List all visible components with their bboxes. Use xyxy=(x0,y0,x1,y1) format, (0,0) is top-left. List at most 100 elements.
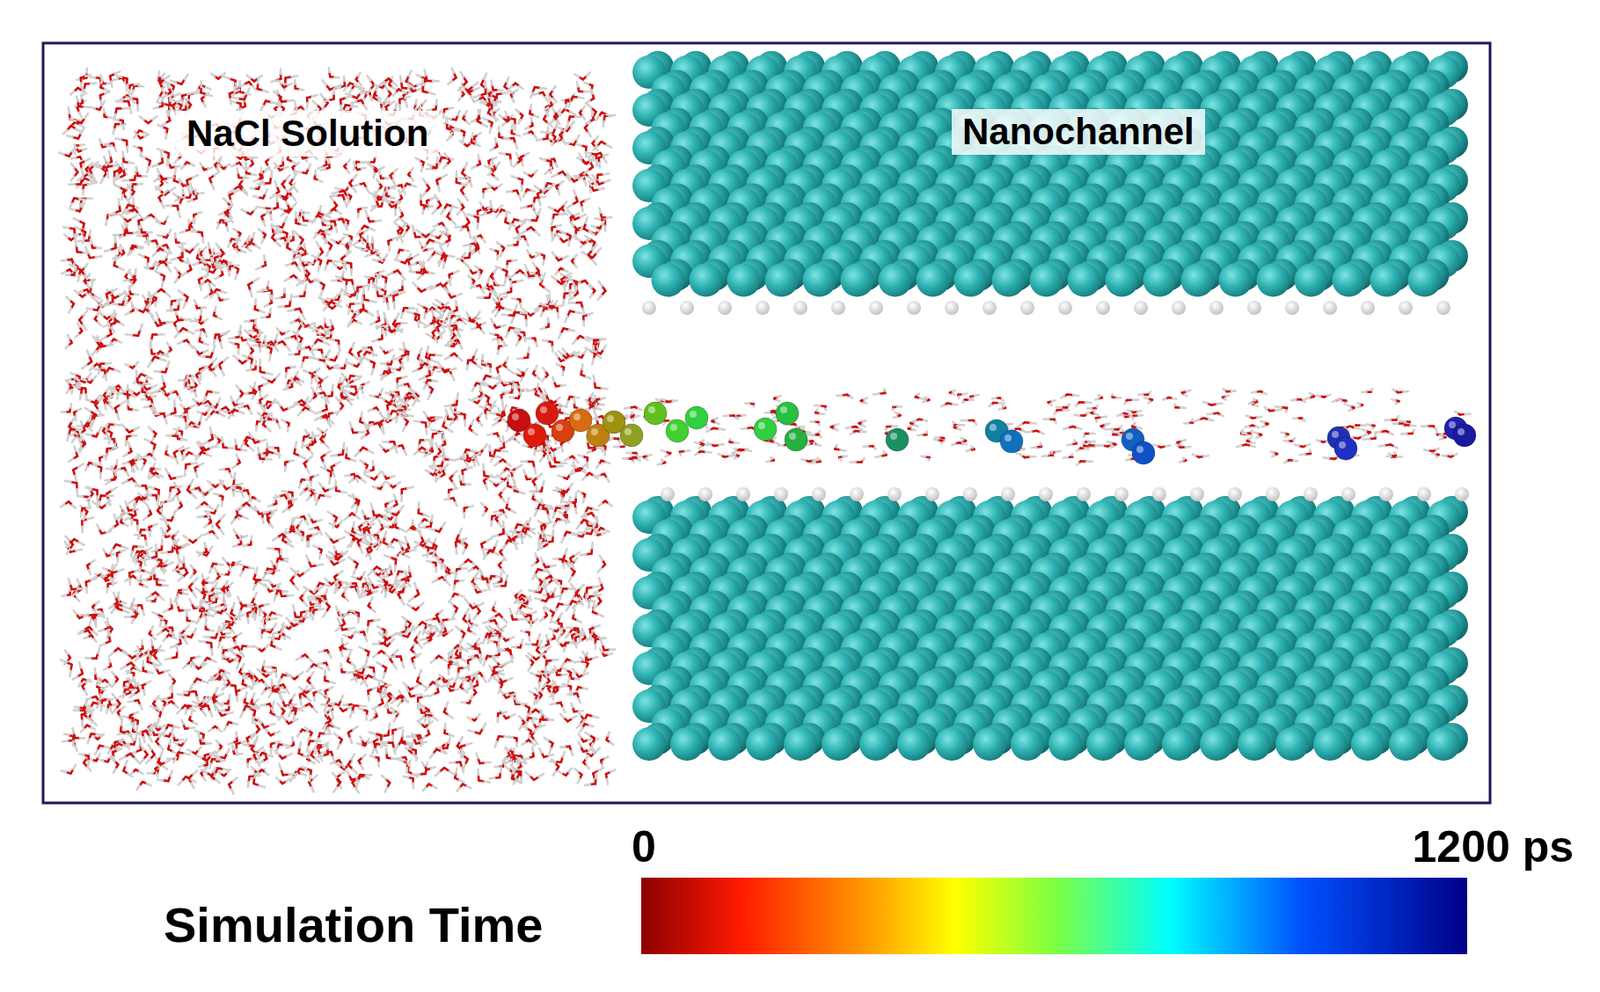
hydrogen-bond xyxy=(159,71,160,76)
hydrogen-bond xyxy=(459,475,461,481)
hydrogen-bond xyxy=(303,602,307,607)
hydrogen-bond xyxy=(349,652,351,658)
hydrogen-bond xyxy=(406,767,408,774)
hydrogen-bond xyxy=(534,598,541,600)
hydrogen-bond xyxy=(385,591,387,598)
hydrogen-bond xyxy=(125,440,127,446)
hydrogen-bond xyxy=(521,161,523,167)
hydrogen-bond xyxy=(200,162,203,167)
hydrogen-bond xyxy=(606,144,612,147)
hydrogen-bond xyxy=(292,737,293,741)
hydrogen-bond xyxy=(128,442,131,447)
hydrogen-bond xyxy=(526,241,528,246)
hydrogen-bond xyxy=(66,135,73,138)
hydrogen-bond xyxy=(340,664,342,669)
hydrogen-bond xyxy=(459,780,464,783)
hydrogen-bond xyxy=(505,661,512,665)
hydrogen-bond xyxy=(496,162,501,167)
hydrogen-bond xyxy=(115,424,121,425)
hydrogen-bond xyxy=(328,67,330,73)
hydrogen-bond xyxy=(595,747,600,753)
hydrogen-bond xyxy=(317,519,322,521)
hydrogen-bond xyxy=(472,632,476,635)
hydrogen-bond xyxy=(131,435,137,436)
hydrogen-bond xyxy=(132,554,138,558)
hydrogen-bond xyxy=(385,86,388,90)
hydrogen-bond xyxy=(358,431,365,432)
hydrogen-bond xyxy=(305,686,307,691)
hydrogen-bond xyxy=(408,356,409,361)
hydrogen-bond xyxy=(251,174,257,176)
hydrogen-bond xyxy=(386,748,388,753)
hydrogen-bond xyxy=(452,321,457,325)
hydrogen-bond xyxy=(216,504,219,510)
hydrogen-bond xyxy=(345,598,349,601)
hydrogen-bond xyxy=(467,276,472,279)
hydrogen-bond xyxy=(141,465,144,470)
hydrogen-bond xyxy=(350,422,352,428)
hydrogen-bond xyxy=(482,355,483,360)
hydrogen-bond xyxy=(419,348,422,354)
hydrogen-bond xyxy=(109,527,114,531)
hydrogen-bond xyxy=(342,582,347,583)
hydrogen-bond xyxy=(462,475,464,482)
hydrogen-bond xyxy=(440,247,444,252)
hydrogen-bond xyxy=(367,570,373,576)
hydrogen-bond xyxy=(194,243,199,249)
hydrogen-bond xyxy=(515,328,521,330)
hydrogen-bond xyxy=(241,250,246,253)
hydrogen-bond xyxy=(591,358,594,365)
hydrogen-bond xyxy=(372,748,374,754)
hydrogen-bond xyxy=(391,758,396,760)
hydrogen-bond xyxy=(296,372,299,376)
hydrogen-bond xyxy=(195,588,200,592)
hydrogen-bond xyxy=(200,310,202,316)
hydrogen-bond xyxy=(369,395,374,397)
hydrogen-bond xyxy=(226,712,233,715)
hydrogen-bond xyxy=(489,412,496,415)
hydrogen-bond xyxy=(551,219,553,226)
hydrogen-bond xyxy=(362,754,366,759)
hydrogen-bond xyxy=(145,571,151,574)
hydrogen-bond xyxy=(445,405,452,407)
hydrogen-bond xyxy=(569,290,570,297)
hydrogen-bond xyxy=(173,742,178,745)
hydrogen-bond xyxy=(329,556,335,558)
hydrogen-bond xyxy=(306,697,311,701)
hydrogen-bond xyxy=(190,711,193,716)
hydrogen-bond xyxy=(123,453,128,457)
hydrogen-bond xyxy=(316,241,321,248)
hydrogen-bond xyxy=(72,676,78,680)
hydrogen-bond xyxy=(126,146,127,154)
hydrogen-bond xyxy=(257,291,263,293)
hydrogen-bond xyxy=(272,701,275,708)
hydrogen-bond xyxy=(104,249,110,252)
hydrogen-bond xyxy=(455,664,461,668)
hydrogen-bond xyxy=(277,232,282,233)
hydrogen-bond xyxy=(123,462,128,465)
hydrogen-bond xyxy=(218,693,224,696)
hydrogen-bond xyxy=(332,261,337,263)
hydrogen-bond xyxy=(209,547,212,552)
hydrogen-bond xyxy=(372,368,374,374)
hydrogen-bond xyxy=(460,657,465,662)
hydrogen-bond xyxy=(187,414,189,419)
hydrogen-bond xyxy=(431,371,433,376)
hydrogen-bond xyxy=(128,162,134,164)
hydrogen-bond xyxy=(587,313,592,315)
hydrogen-bond xyxy=(116,394,117,399)
hydrogen-bond xyxy=(498,204,502,209)
hydrogen-bond xyxy=(483,73,487,80)
hydrogen-bond xyxy=(130,606,134,611)
hydrogen-bond xyxy=(92,609,97,610)
hydrogen-bond xyxy=(325,496,331,497)
hydrogen-bond xyxy=(276,334,278,340)
hydrogen-bond xyxy=(328,523,333,526)
hydrogen-bond xyxy=(299,519,302,525)
hydrogen-bond xyxy=(403,343,405,350)
hydrogen-bond xyxy=(235,274,238,280)
hydrogen-bond xyxy=(67,335,70,339)
hydrogen-bond xyxy=(134,294,139,295)
hydrogen-bond xyxy=(565,282,568,287)
hydrogen-bond xyxy=(146,547,153,552)
